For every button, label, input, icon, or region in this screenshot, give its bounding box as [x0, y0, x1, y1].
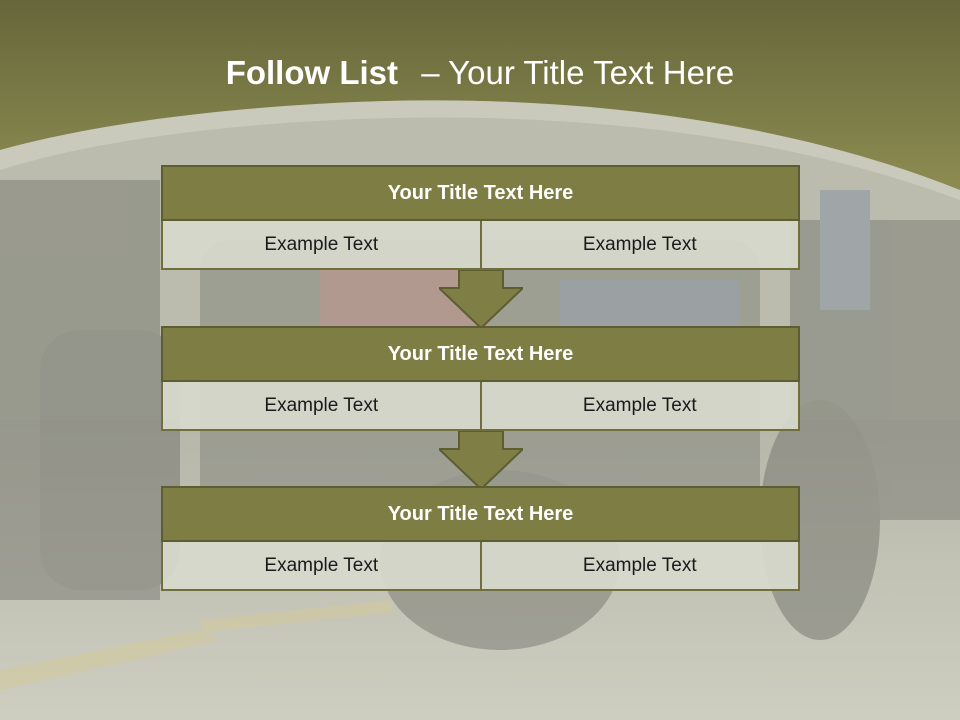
slide-title-rest: – Your Title Text Here	[421, 54, 735, 91]
list-block-3: Your Title Text Here Example Text Exampl…	[161, 486, 800, 591]
block-cell-left: Example Text	[161, 542, 482, 591]
block-row: Example Text Example Text	[161, 221, 800, 270]
block-cell-right: Example Text	[481, 221, 800, 270]
block-cell-right: Example Text	[481, 382, 800, 431]
block-title: Your Title Text Here	[161, 486, 800, 542]
down-arrow-icon	[439, 270, 523, 328]
list-block-1: Your Title Text Here Example Text Exampl…	[161, 165, 800, 270]
block-row: Example Text Example Text	[161, 382, 800, 431]
block-row: Example Text Example Text	[161, 542, 800, 591]
block-title: Your Title Text Here	[161, 326, 800, 382]
block-cell-left: Example Text	[161, 382, 482, 431]
down-arrow-icon	[439, 431, 523, 489]
block-title: Your Title Text Here	[161, 165, 800, 221]
slide-title: Follow List – Your Title Text Here	[0, 54, 960, 92]
block-cell-left: Example Text	[161, 221, 482, 270]
list-block-2: Your Title Text Here Example Text Exampl…	[161, 326, 800, 431]
slide-title-bold: Follow List	[225, 54, 399, 91]
block-cell-right: Example Text	[481, 542, 800, 591]
